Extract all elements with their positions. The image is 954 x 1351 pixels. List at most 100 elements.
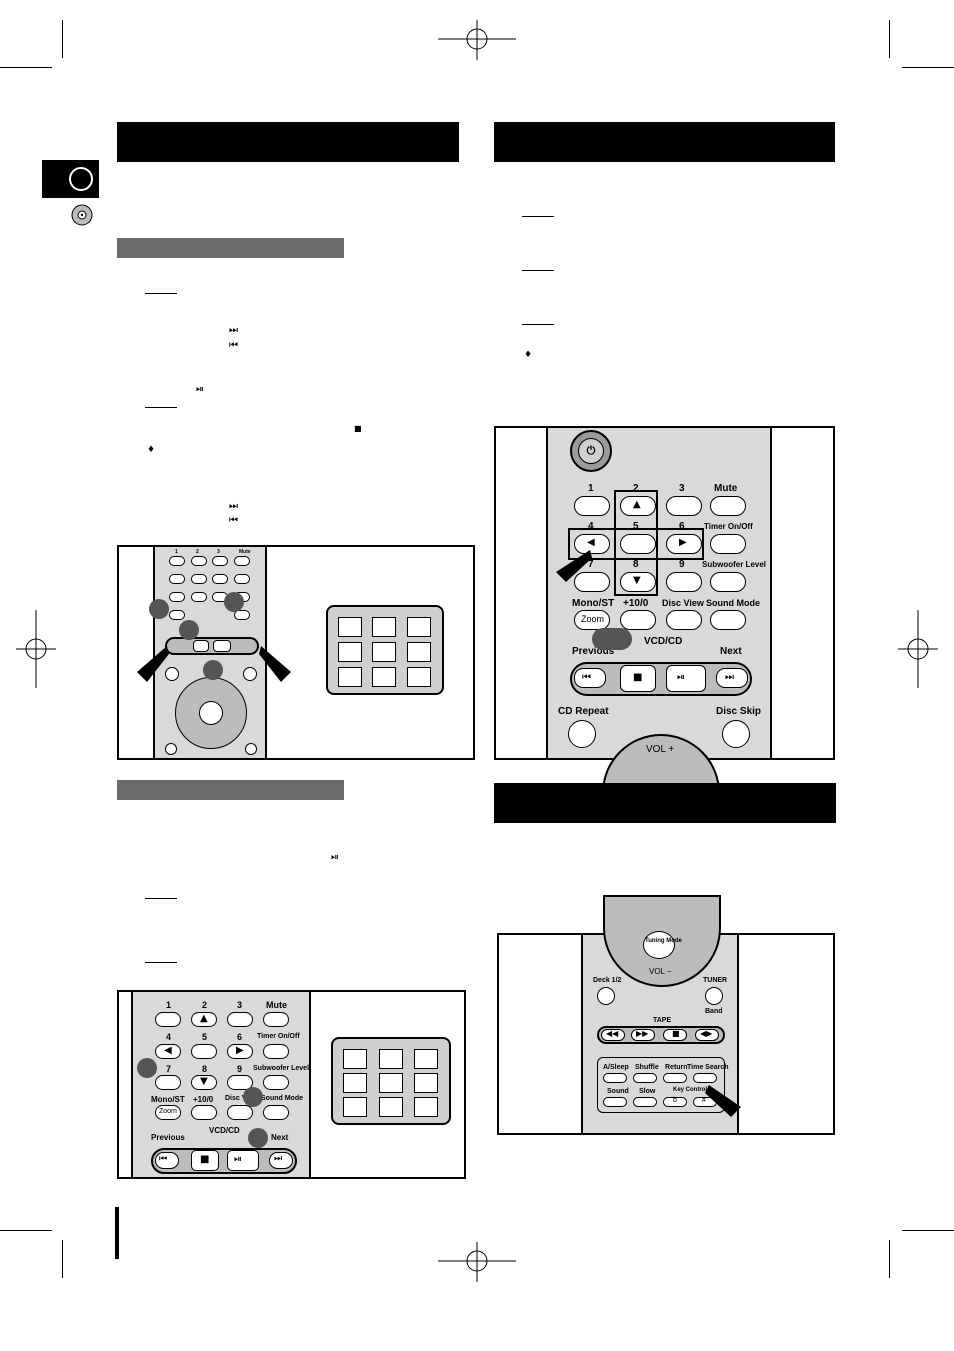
remote-button-2-up[interactable]: ▲ — [620, 496, 656, 516]
return-label: Return — [665, 1064, 688, 1071]
remote-button-2[interactable] — [191, 556, 207, 566]
remote-button-stop[interactable]: ■ — [191, 1150, 219, 1171]
remote-button-sound-mode[interactable] — [710, 610, 746, 630]
tuning-mode-button[interactable] — [199, 701, 223, 725]
remote-button-mute[interactable] — [263, 1012, 289, 1027]
remote-button-7[interactable] — [169, 592, 185, 602]
tape-stop-button[interactable]: ■ — [663, 1029, 687, 1041]
prev-track-icon: ⏮ — [229, 340, 238, 351]
remote-button-mute[interactable] — [234, 556, 250, 566]
remote-button-disc-skip[interactable] — [243, 667, 257, 681]
remote-button-5[interactable] — [191, 1044, 217, 1059]
remote-button-timer[interactable] — [710, 534, 746, 554]
remote-button-disc-skip[interactable] — [722, 720, 750, 748]
remote-button-1[interactable] — [155, 1012, 181, 1027]
remote-button-disc-view[interactable] — [227, 1105, 253, 1120]
remote-button-timer[interactable] — [263, 1044, 289, 1059]
remote-button-7[interactable] — [574, 572, 610, 592]
remote-button-play-pause[interactable]: ⏯ — [227, 1150, 259, 1171]
remote-button-deck[interactable] — [597, 987, 615, 1005]
remote-button-sound-mode[interactable] — [234, 610, 250, 620]
tape-rewind-button[interactable]: ◀◀ — [601, 1029, 625, 1041]
remote-button-2-up[interactable]: ▲ — [191, 1012, 217, 1027]
figure3-frame: ⏻ 1 2 3 Mute ▲ 4 5 6 Timer On/Off ◀ ▶ 7 … — [494, 426, 835, 794]
vol-plus-label: VOL + — [646, 744, 675, 755]
remote-button-play-pause[interactable] — [213, 640, 231, 652]
remote-button-tuner[interactable] — [245, 743, 257, 755]
remote-button-zoom[interactable] — [169, 610, 185, 620]
remote-button-6[interactable] — [212, 574, 228, 584]
remote-button-timer[interactable] — [234, 574, 250, 584]
tape-ff-button[interactable]: ▶▶ — [631, 1029, 655, 1041]
remote-button-4[interactable] — [169, 574, 185, 584]
remote-large: ⏻ 1 2 3 Mute ▲ 4 5 6 Timer On/Off ◀ ▶ 7 … — [546, 428, 772, 794]
remote-button-8-down[interactable]: ▼ — [620, 572, 656, 592]
step-rule — [145, 407, 177, 408]
btn-label-mute: Mute — [714, 483, 738, 494]
step-marker — [149, 599, 169, 619]
remote-button-disc-view[interactable] — [666, 610, 702, 630]
btn-label-2: 2 — [633, 483, 639, 494]
pointer-arrow-icon — [556, 550, 592, 582]
remote-button-4-left[interactable]: ◀ — [574, 534, 610, 554]
remote-button-5[interactable] — [620, 534, 656, 554]
power-button[interactable]: ⏻ — [570, 430, 612, 472]
remote-button-1[interactable] — [169, 556, 185, 566]
power-icon: ⏻ — [578, 438, 604, 464]
remote-button-return[interactable] — [663, 1073, 687, 1083]
remote-button-shuffle[interactable] — [633, 1073, 657, 1083]
disc-skip-label: Disc Skip — [716, 706, 762, 717]
remote-button-a-sleep[interactable] — [603, 1073, 627, 1083]
remote-button-subwoofer[interactable] — [263, 1075, 289, 1090]
remote-button-6-right[interactable]: ▶ — [227, 1044, 253, 1059]
transport-pill — [165, 637, 259, 655]
crop-mark — [0, 1230, 52, 1231]
band-label: Band — [705, 1008, 723, 1015]
remote-button-subwoofer[interactable] — [710, 572, 746, 592]
remote-button-cd-repeat[interactable] — [568, 720, 596, 748]
remote-button-5[interactable] — [191, 574, 207, 584]
remote-button-plus10[interactable] — [191, 1105, 217, 1120]
remote-button-3[interactable] — [666, 496, 702, 516]
remote-button-4-left[interactable]: ◀ — [155, 1044, 181, 1059]
remote-button-8-down[interactable]: ▼ — [191, 1075, 217, 1090]
remote-button-3[interactable] — [212, 556, 228, 566]
remote-button-mute[interactable] — [710, 496, 746, 516]
remote-button-9[interactable] — [227, 1075, 253, 1090]
remote-button-sound-mode[interactable] — [263, 1105, 289, 1120]
remote-button-deck[interactable] — [165, 743, 177, 755]
remote-button-cd-repeat[interactable] — [165, 667, 179, 681]
tape-play-button[interactable]: ◀▶ — [695, 1029, 719, 1041]
dpad-outline — [614, 490, 658, 596]
remote-button-8[interactable] — [191, 592, 207, 602]
btn-label-disc-view: Disc View — [662, 598, 704, 608]
remote-button-slow[interactable] — [633, 1097, 657, 1107]
slow-label: Slow — [639, 1088, 656, 1095]
remote-button-plus10[interactable] — [620, 610, 656, 630]
remote-button-play-pause[interactable]: ⏯ — [666, 665, 706, 692]
remote-button-zoom[interactable]: Zoom — [155, 1105, 181, 1120]
remote-button-next[interactable]: ⏭ — [716, 668, 748, 688]
remote-button-prev[interactable]: ⏮ — [155, 1152, 179, 1169]
btn-label-mono: Mono/ST — [572, 598, 615, 609]
remote-button-tuner[interactable] — [705, 987, 723, 1005]
tape-pill — [597, 1026, 725, 1044]
remote-button-3[interactable] — [227, 1012, 253, 1027]
step-rule — [522, 270, 554, 271]
remote-button-1[interactable] — [574, 496, 610, 516]
remote-button-stop[interactable]: ■ — [620, 665, 656, 692]
remote-button-stop[interactable] — [193, 640, 209, 652]
btn-label-1: 1 — [588, 483, 594, 494]
figure2-frame: 1 2 3 Mute ▲ 4 5 6 Timer On/Off ◀ ▶ 7 8 … — [117, 990, 466, 1179]
remote-button-6-right[interactable]: ▶ — [666, 534, 702, 554]
tuning-mode-button[interactable]: Tuning Mode — [643, 931, 682, 959]
remote-button-prev[interactable]: ⏮ — [574, 668, 606, 688]
btn-label-3: 3 — [679, 483, 685, 494]
remote-button-sound[interactable] — [603, 1097, 627, 1107]
remote-button-zoom[interactable]: Zoom — [574, 610, 610, 630]
remote-button-next[interactable]: ⏭ — [269, 1152, 293, 1169]
remote-button-9[interactable] — [666, 572, 702, 592]
remote-button-key-flat[interactable]: b — [663, 1097, 687, 1107]
remote-button-time-search[interactable] — [693, 1073, 717, 1083]
remote-button-7[interactable] — [155, 1075, 181, 1090]
